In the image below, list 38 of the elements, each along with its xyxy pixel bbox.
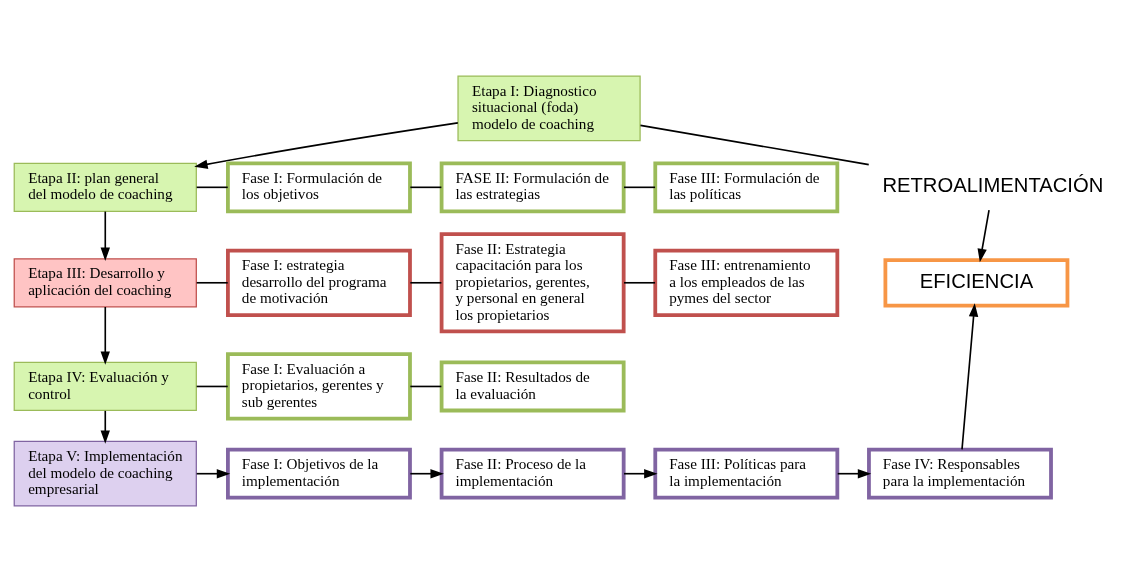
node-text: RETROALIMENTACIÓN bbox=[882, 173, 1104, 196]
arrow bbox=[100, 210, 110, 261]
node-box: Etapa I: Diagnostico situacional (foda) modelo de coaching bbox=[457, 74, 641, 141]
arrow bbox=[195, 468, 231, 478]
connector bbox=[195, 281, 229, 284]
connector bbox=[409, 281, 443, 284]
connector bbox=[195, 385, 229, 387]
arrow bbox=[836, 468, 872, 478]
arrow bbox=[100, 409, 110, 444]
connector bbox=[623, 186, 656, 188]
node-box: Etapa II: plan general del modelo de coaching bbox=[13, 162, 197, 212]
connector bbox=[623, 281, 656, 284]
connector bbox=[409, 385, 443, 387]
node-box: Fase I: estrategia desarrollo del programa de motivación bbox=[226, 248, 412, 317]
connector bbox=[409, 186, 443, 188]
node-box: Etapa III: Desarrollo y aplicación del coaching bbox=[13, 257, 197, 307]
connector bbox=[639, 124, 870, 165]
node-box: Fase IV: Responsables para la implementación bbox=[867, 447, 1053, 500]
arrow bbox=[961, 302, 979, 450]
node-box: Fase I: Evaluación a propietarios, gerentes y sub gerentes bbox=[226, 351, 412, 421]
connector bbox=[195, 186, 229, 188]
arrow bbox=[623, 468, 658, 478]
arrow bbox=[100, 305, 110, 365]
node-box: Etapa V: Implementación del modelo de coaching empresarial bbox=[13, 440, 197, 507]
node-box: Fase III: Formulación de las políticas bbox=[653, 160, 840, 213]
arrow bbox=[977, 208, 990, 262]
node-box: EFICIENCIA bbox=[883, 257, 1070, 307]
node-box: Etapa IV: Evaluación y control bbox=[13, 361, 197, 411]
node-box: Fase III: entrenamiento a los empleados de las pymes del sector bbox=[653, 248, 840, 317]
node-box: Fase II: Proceso de la implementación bbox=[439, 447, 626, 500]
arrow bbox=[194, 121, 459, 169]
node-box: Fase I: Objetivos de la implementación bbox=[226, 447, 412, 500]
node-box: Fase III: Políticas para la implementación bbox=[653, 447, 840, 500]
node-box: Fase II: Resultados de la evaluación bbox=[439, 360, 626, 412]
node-box: Fase II: Estrategia capacitación para los propietarios, gerentes, y personal en general los propietarios bbox=[439, 231, 626, 333]
arrow bbox=[409, 468, 444, 478]
node-box: Fase I: Formulación de los objetivos bbox=[226, 160, 412, 213]
node-box: FASE II: Formulación de las estrategias bbox=[439, 160, 626, 213]
